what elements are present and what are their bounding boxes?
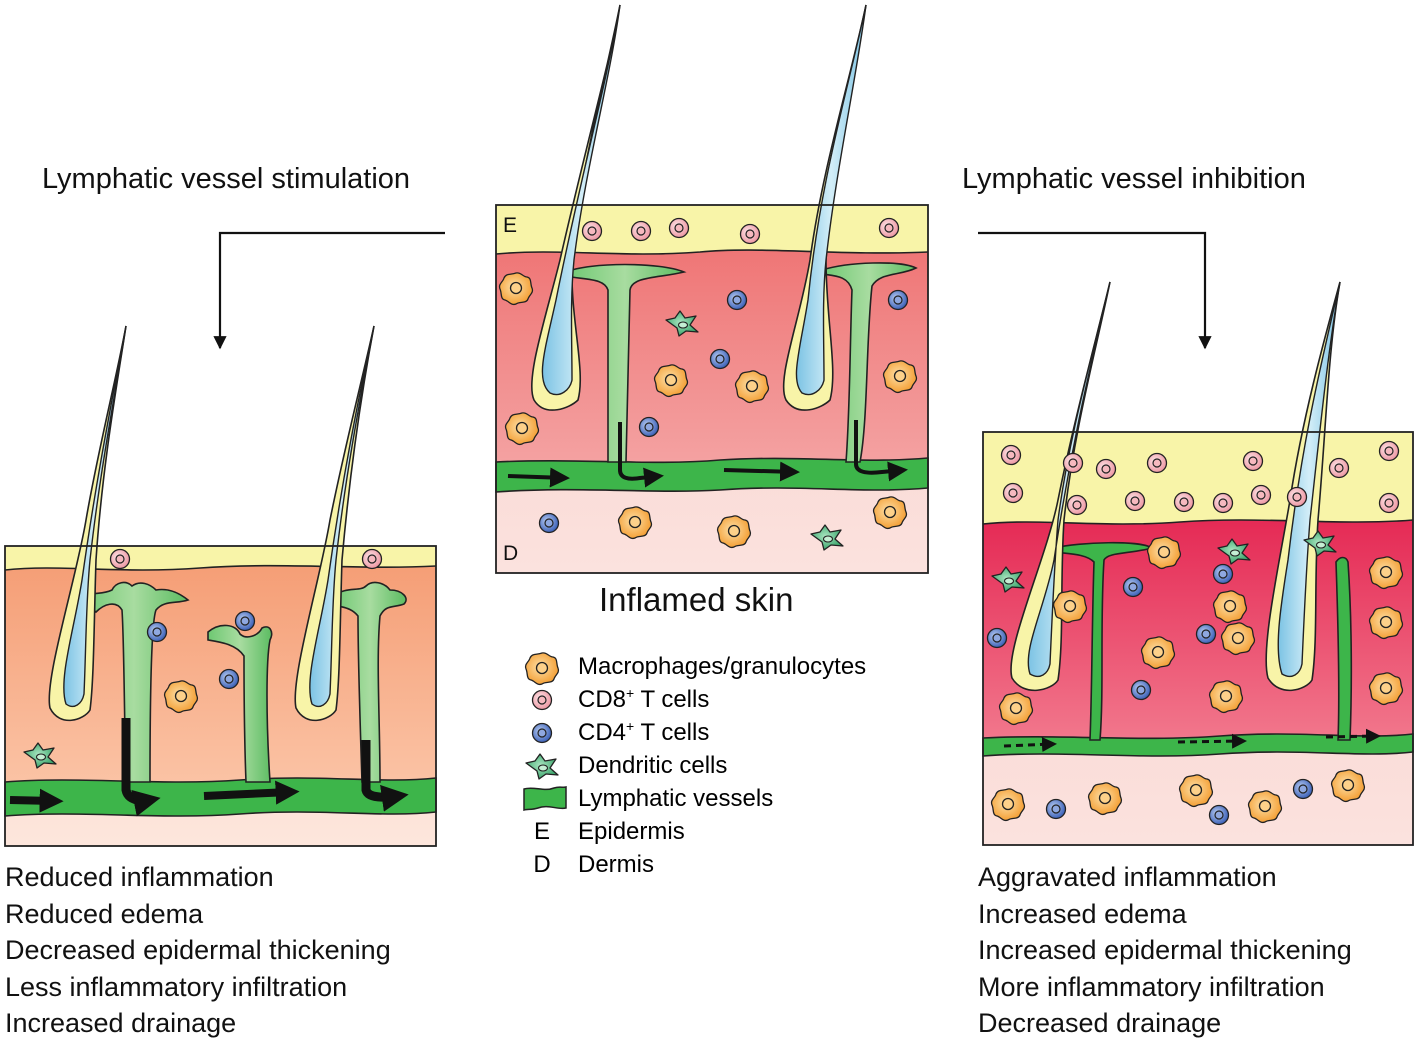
left-effect-item: Reduced edema (5, 898, 204, 929)
legend-item-epidermis: E Epidermis (533, 818, 685, 845)
left-effect-item: Decreased epidermal thickening (5, 935, 391, 965)
left-effect-item: Reduced inflammation (5, 862, 274, 892)
left-effect-item: Increased drainage (5, 1008, 237, 1038)
left-panel (4, 325, 437, 847)
epidermis-label: E (503, 214, 518, 237)
legend-item-cd8: CD8+ T cells (578, 685, 710, 713)
left-effect-item: Less inflammatory infiltration (5, 971, 348, 1002)
inhibition-heading: Lymphatic vessel inhibition (962, 163, 1306, 195)
right-panel (982, 281, 1414, 846)
right-effect-item: More inflammatory infiltration (978, 971, 1325, 1002)
stimulation-heading: Lymphatic vessel stimulation (42, 163, 411, 195)
right-effect-item: Decreased drainage (978, 1008, 1222, 1038)
right-effect-item: Increased epidermal thickening (978, 935, 1352, 965)
right-effect-item: Increased edema (978, 898, 1187, 929)
arrow-to-stimulation (213, 231, 445, 350)
legend-item-cd4: CD4+ T cells (578, 718, 710, 746)
legend-item-dendritic: Dendritic cells (578, 752, 728, 779)
legend-item-dermis: D Dermis (533, 851, 654, 878)
center-panel (495, 4, 929, 574)
legend-item-macrophages: Macrophages/granulocytes (578, 653, 867, 680)
arrow-to-inhibition (978, 231, 1212, 350)
right-effects-list: Aggravated inflammation Increased edema … (978, 859, 1352, 1042)
right-effect-item: Aggravated inflammation (978, 862, 1277, 892)
left-effects-list: Reduced inflammation Reduced edema Decre… (5, 859, 391, 1042)
dermis-label: D (503, 542, 519, 565)
inflamed-skin-title: Inflamed skin (599, 581, 794, 618)
legend-symbols (523, 652, 567, 811)
legend-item-lymphatic: Lymphatic vessels (578, 785, 774, 812)
